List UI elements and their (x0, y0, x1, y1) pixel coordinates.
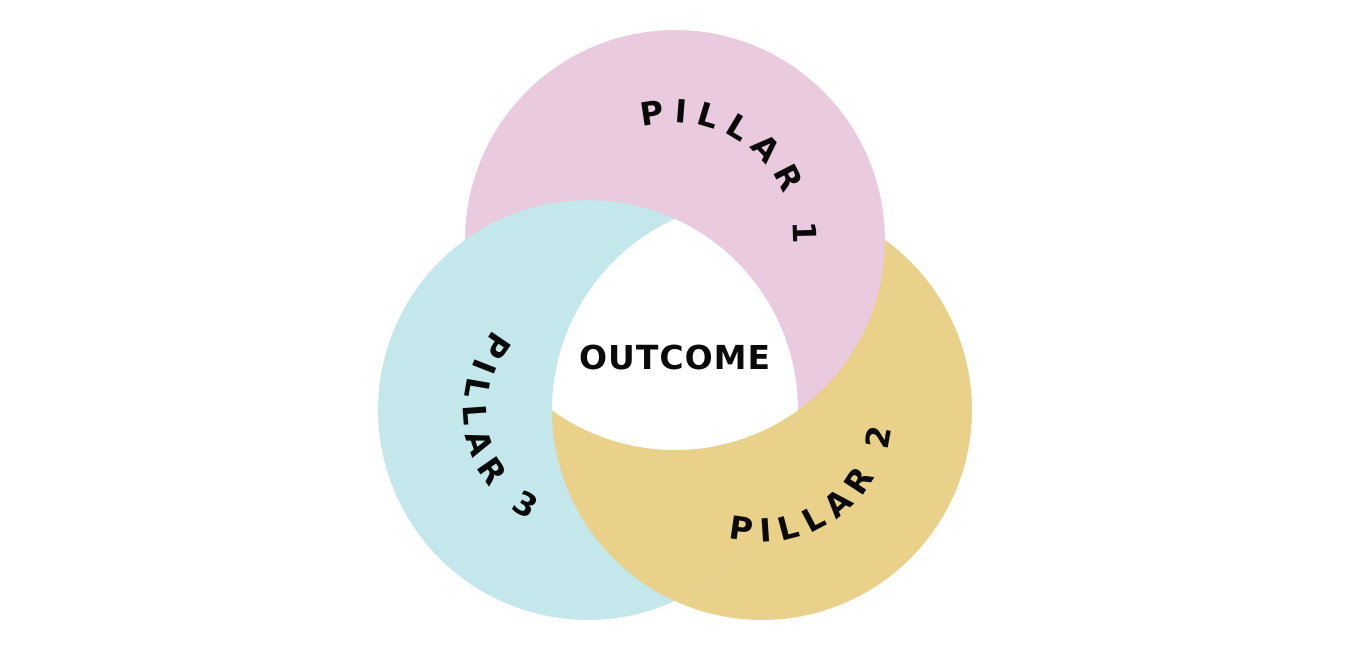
outcome-label: OUTCOME (579, 338, 771, 377)
outcome-region (552, 200, 798, 450)
